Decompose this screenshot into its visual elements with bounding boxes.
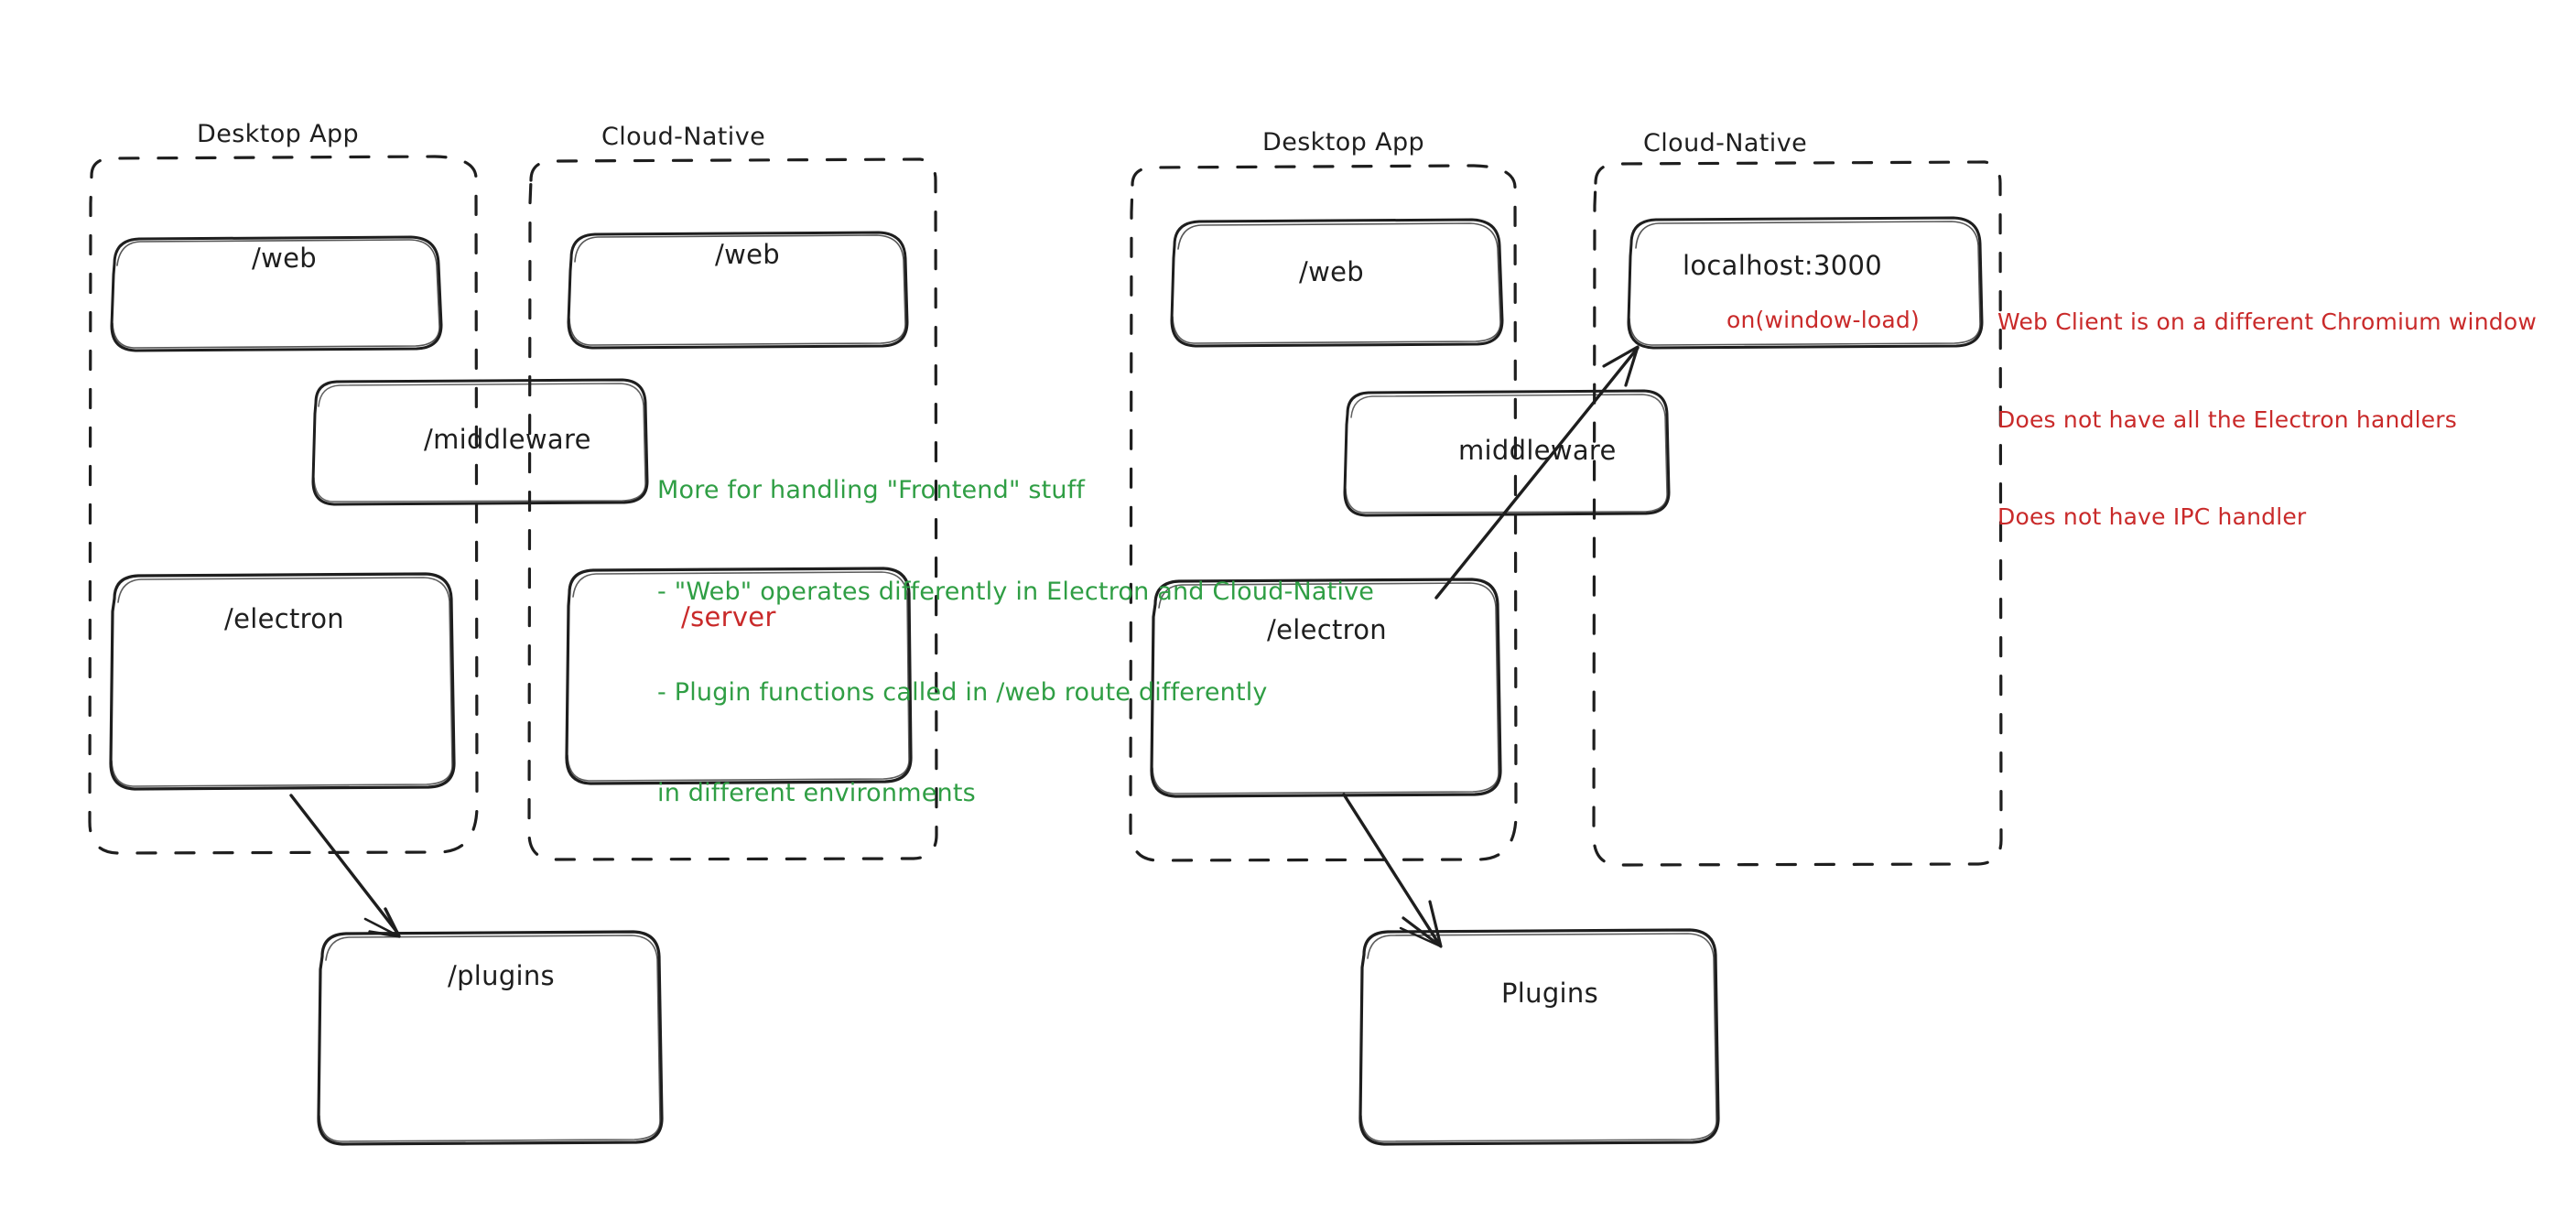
box-label-left-desktop-web: /web [252, 243, 317, 274]
shape-left-cloud-web[interactable] [567, 231, 909, 350]
group-frame-left-desktop-app[interactable] [88, 155, 479, 855]
annotation-frontend-note-line-1: More for handling "Frontend" stuff [657, 476, 1086, 505]
group-frame-right-cloud-native[interactable] [1592, 160, 2003, 867]
shape-right-middleware[interactable] [1343, 389, 1671, 517]
annotation-web-client-note-line-2: Does not have all the Electron handlers [1997, 405, 2458, 433]
box-label-right-plugins: Plugins [1501, 978, 1598, 1009]
box-label-left-plugins: /plugins [448, 960, 555, 991]
group-label-right-desktop-app: Desktop App [1262, 128, 1425, 157]
annotation-web-client-note-line-1: Web Client is on a different Chromium wi… [1997, 308, 2537, 335]
box-label-right-localhost: localhost:3000 [1683, 250, 1882, 281]
annotation-frontend-note: More for handling "Frontend" stuff - "We… [657, 407, 1374, 878]
box-label-right-middleware: middleware [1458, 435, 1617, 466]
group-label-left-cloud-native: Cloud-Native [601, 123, 766, 151]
shape-left-server[interactable] [565, 567, 913, 785]
box-label-left-electron: /electron [224, 603, 344, 634]
shape-right-localhost[interactable] [1627, 216, 1984, 350]
shape-left-plugins[interactable] [317, 930, 664, 1146]
arrow-right-electron-to-localhost [1434, 345, 1640, 600]
box-label-left-cloud-web: /web [715, 239, 780, 270]
box-sublabel-right-localhost-onwindowload: on(window-load) [1726, 307, 1920, 333]
shape-left-electron[interactable] [109, 572, 456, 791]
box-label-right-desktop-web: /web [1299, 256, 1364, 287]
shape-right-electron[interactable] [1150, 578, 1502, 798]
arrow-right-electron-to-plugins [1342, 793, 1443, 948]
arrow-left-electron-to-plugins [289, 794, 401, 938]
group-label-right-cloud-native: Cloud-Native [1643, 129, 1808, 157]
annotation-web-client-note-line-3: Does not have IPC handler [1997, 503, 2307, 530]
box-label-left-middleware: /middleware [424, 424, 591, 455]
box-label-right-electron: /electron [1267, 614, 1387, 645]
shape-left-desktop-web[interactable] [110, 235, 443, 352]
shape-right-plugins[interactable] [1358, 928, 1720, 1146]
annotation-frontend-note-line-4: in different environments [657, 778, 976, 807]
group-frame-left-cloud-native[interactable] [527, 157, 938, 861]
annotation-frontend-note-line-3: - Plugin functions called in /web route … [657, 677, 1268, 707]
shape-right-desktop-web[interactable] [1170, 218, 1504, 348]
group-frame-right-desktop-app[interactable] [1129, 164, 1518, 862]
shape-left-middleware[interactable] [311, 378, 649, 506]
annotation-web-client-note: Web Client is on a different Chromium wi… [1997, 241, 2537, 599]
box-label-left-server: /server [681, 601, 776, 632]
group-label-left-desktop-app: Desktop App [197, 120, 360, 148]
annotation-frontend-note-line-2: - "Web" operates differently in Electron… [657, 577, 1375, 606]
